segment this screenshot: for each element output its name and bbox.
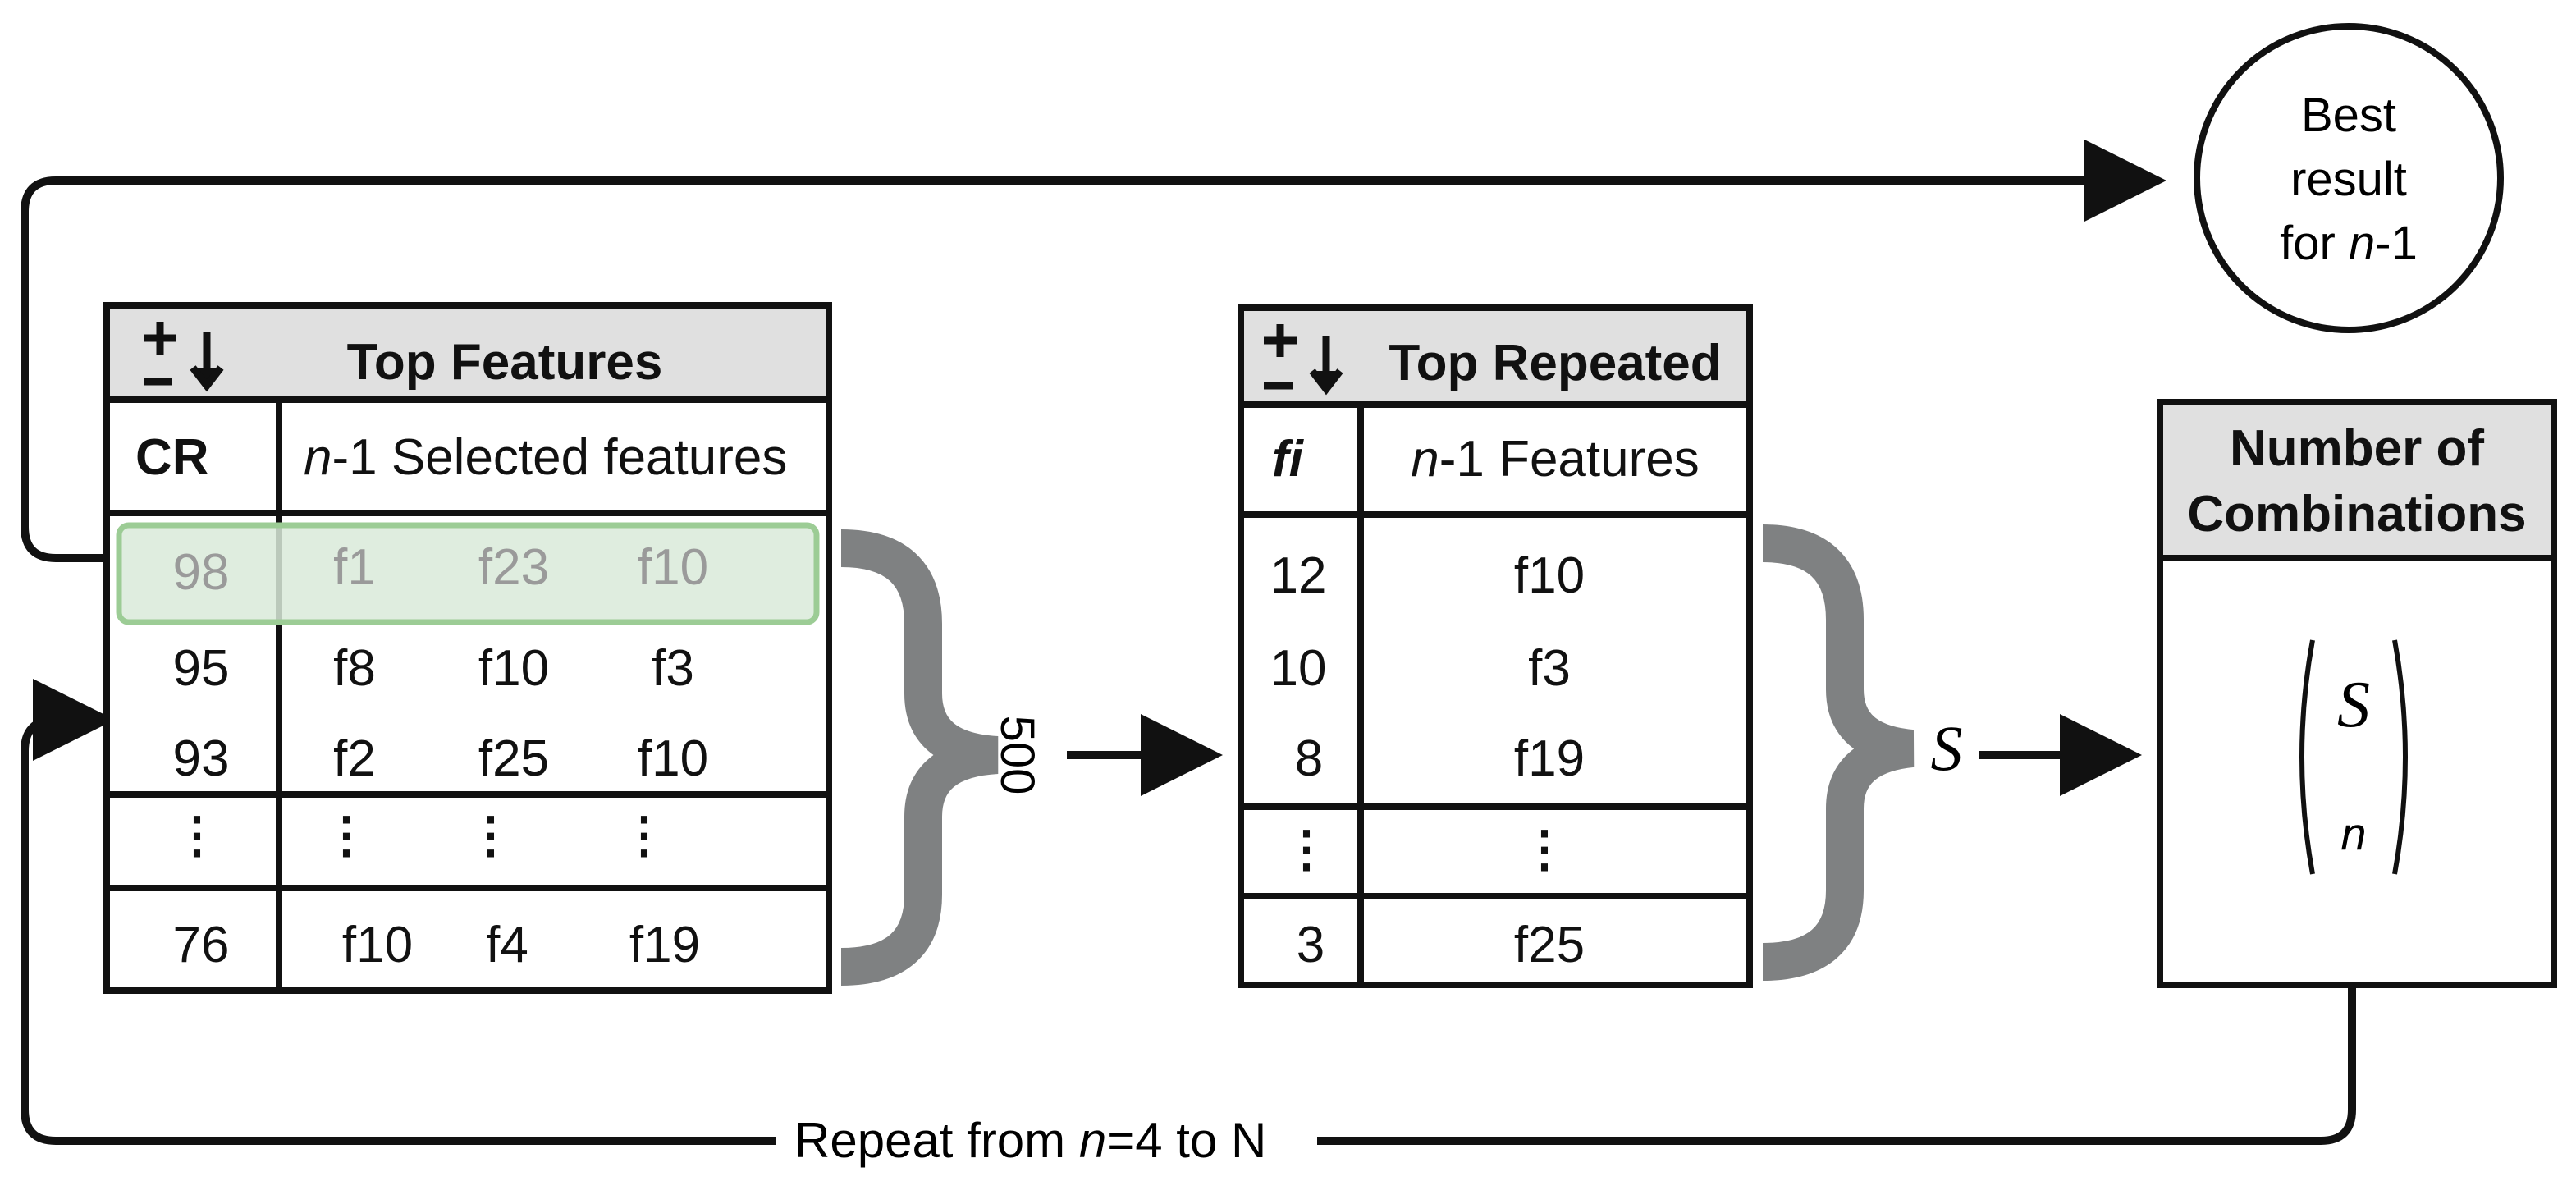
ellipsis: ⋮ — [466, 808, 515, 863]
feature-cell: f25 — [1514, 917, 1585, 973]
ellipsis: ⋮ — [172, 808, 222, 863]
fi-column-header: fi — [1272, 431, 1305, 488]
sort-icon — [144, 322, 224, 392]
feature-cell: f1 — [333, 539, 376, 596]
ellipsis: ⋮ — [620, 808, 669, 863]
feature-cell: f19 — [629, 917, 700, 973]
table-row: 76 f10 f4 f19 — [173, 917, 701, 973]
cr-value: 95 — [173, 640, 230, 697]
fi-value: 8 — [1295, 730, 1323, 787]
ellipsis: ⋮ — [1282, 822, 1331, 877]
best-result-arrow — [21, 140, 2166, 562]
table-row: 8 f19 — [1295, 730, 1585, 787]
feature-cell: f10 — [638, 539, 708, 596]
cr-value: 93 — [173, 730, 230, 787]
best-result-node: Best result for n-1 — [2194, 23, 2504, 333]
feature-cell: f8 — [333, 640, 376, 697]
best-row-highlight — [116, 522, 820, 625]
top-features-title: Top Features — [347, 334, 663, 391]
ellipsis: ⋮ — [322, 808, 371, 863]
cr-value: 76 — [173, 917, 230, 973]
selected-features-header: n-1 Selected features — [304, 429, 787, 486]
best-result-line3: for n-1 — [2280, 217, 2418, 270]
cr-value: 98 — [173, 544, 230, 601]
features-header: n-1 Features — [1411, 431, 1700, 488]
brace-1-label: 500 — [991, 716, 1044, 795]
sort-icon — [1264, 324, 1343, 396]
loop-line-left — [21, 679, 776, 1145]
table-row: 3 f25 — [1297, 917, 1585, 973]
feature-cell: f10 — [342, 917, 413, 973]
feature-cell: f23 — [478, 539, 549, 596]
combinations-header — [2157, 399, 2557, 561]
feature-cell: f10 — [478, 640, 549, 697]
top-repeated-table: Top Repeated fi n-1 Features 12 f10 10 f… — [1238, 304, 1753, 988]
table-row: 10 f3 — [1270, 640, 1571, 697]
top-features-table: Top Features CR n-1 Selected features 98… — [103, 302, 832, 994]
fi-value: 12 — [1270, 547, 1327, 604]
loop-line-right — [1317, 985, 2356, 1145]
table-row: 12 f10 — [1270, 547, 1585, 604]
best-result-line1: Best — [2301, 89, 2396, 142]
feature-cell: f3 — [652, 640, 694, 697]
feature-cell: f2 — [333, 730, 376, 787]
fi-value: 10 — [1270, 640, 1327, 697]
ellipsis: ⋮ — [1520, 822, 1569, 877]
feature-cell: f10 — [638, 730, 708, 787]
feature-cell: f10 — [1514, 547, 1585, 604]
feature-cell: f4 — [486, 917, 528, 973]
ellipsis-row: ⋮ ⋮ ⋮ ⋮ — [172, 808, 669, 863]
binomial-coefficient: S n — [2299, 639, 2408, 875]
cr-column-header: CR — [135, 429, 209, 486]
table-row: 95 f8 f10 f3 — [173, 640, 694, 697]
binomial-bottom: n — [2340, 808, 2366, 859]
top-features-header — [103, 302, 832, 403]
brace-2-label: S — [1931, 712, 1963, 784]
ellipsis-row: ⋮ ⋮ — [1282, 822, 1569, 877]
table-row: 98 f1 f23 f10 — [173, 539, 709, 601]
best-result-line2: result — [2290, 153, 2407, 206]
feature-cell: f25 — [478, 730, 549, 787]
table-row: 93 f2 f25 f10 — [173, 730, 709, 787]
brace-2 — [1762, 524, 1915, 981]
combinations-table: Number of Combinations S n — [2157, 399, 2557, 988]
combinations-title-line2: Combinations — [2187, 486, 2526, 542]
fi-value: 3 — [1297, 917, 1325, 973]
loop-label: Repeat from n=4 to N — [794, 1113, 1266, 1168]
feature-cell: f3 — [1528, 640, 1571, 697]
brace-1 — [840, 529, 999, 986]
top-repeated-title: Top Repeated — [1389, 335, 1721, 391]
combinations-title-line1: Number of — [2230, 420, 2484, 477]
feature-cell: f19 — [1514, 730, 1585, 787]
binomial-top: S — [2337, 669, 2370, 741]
